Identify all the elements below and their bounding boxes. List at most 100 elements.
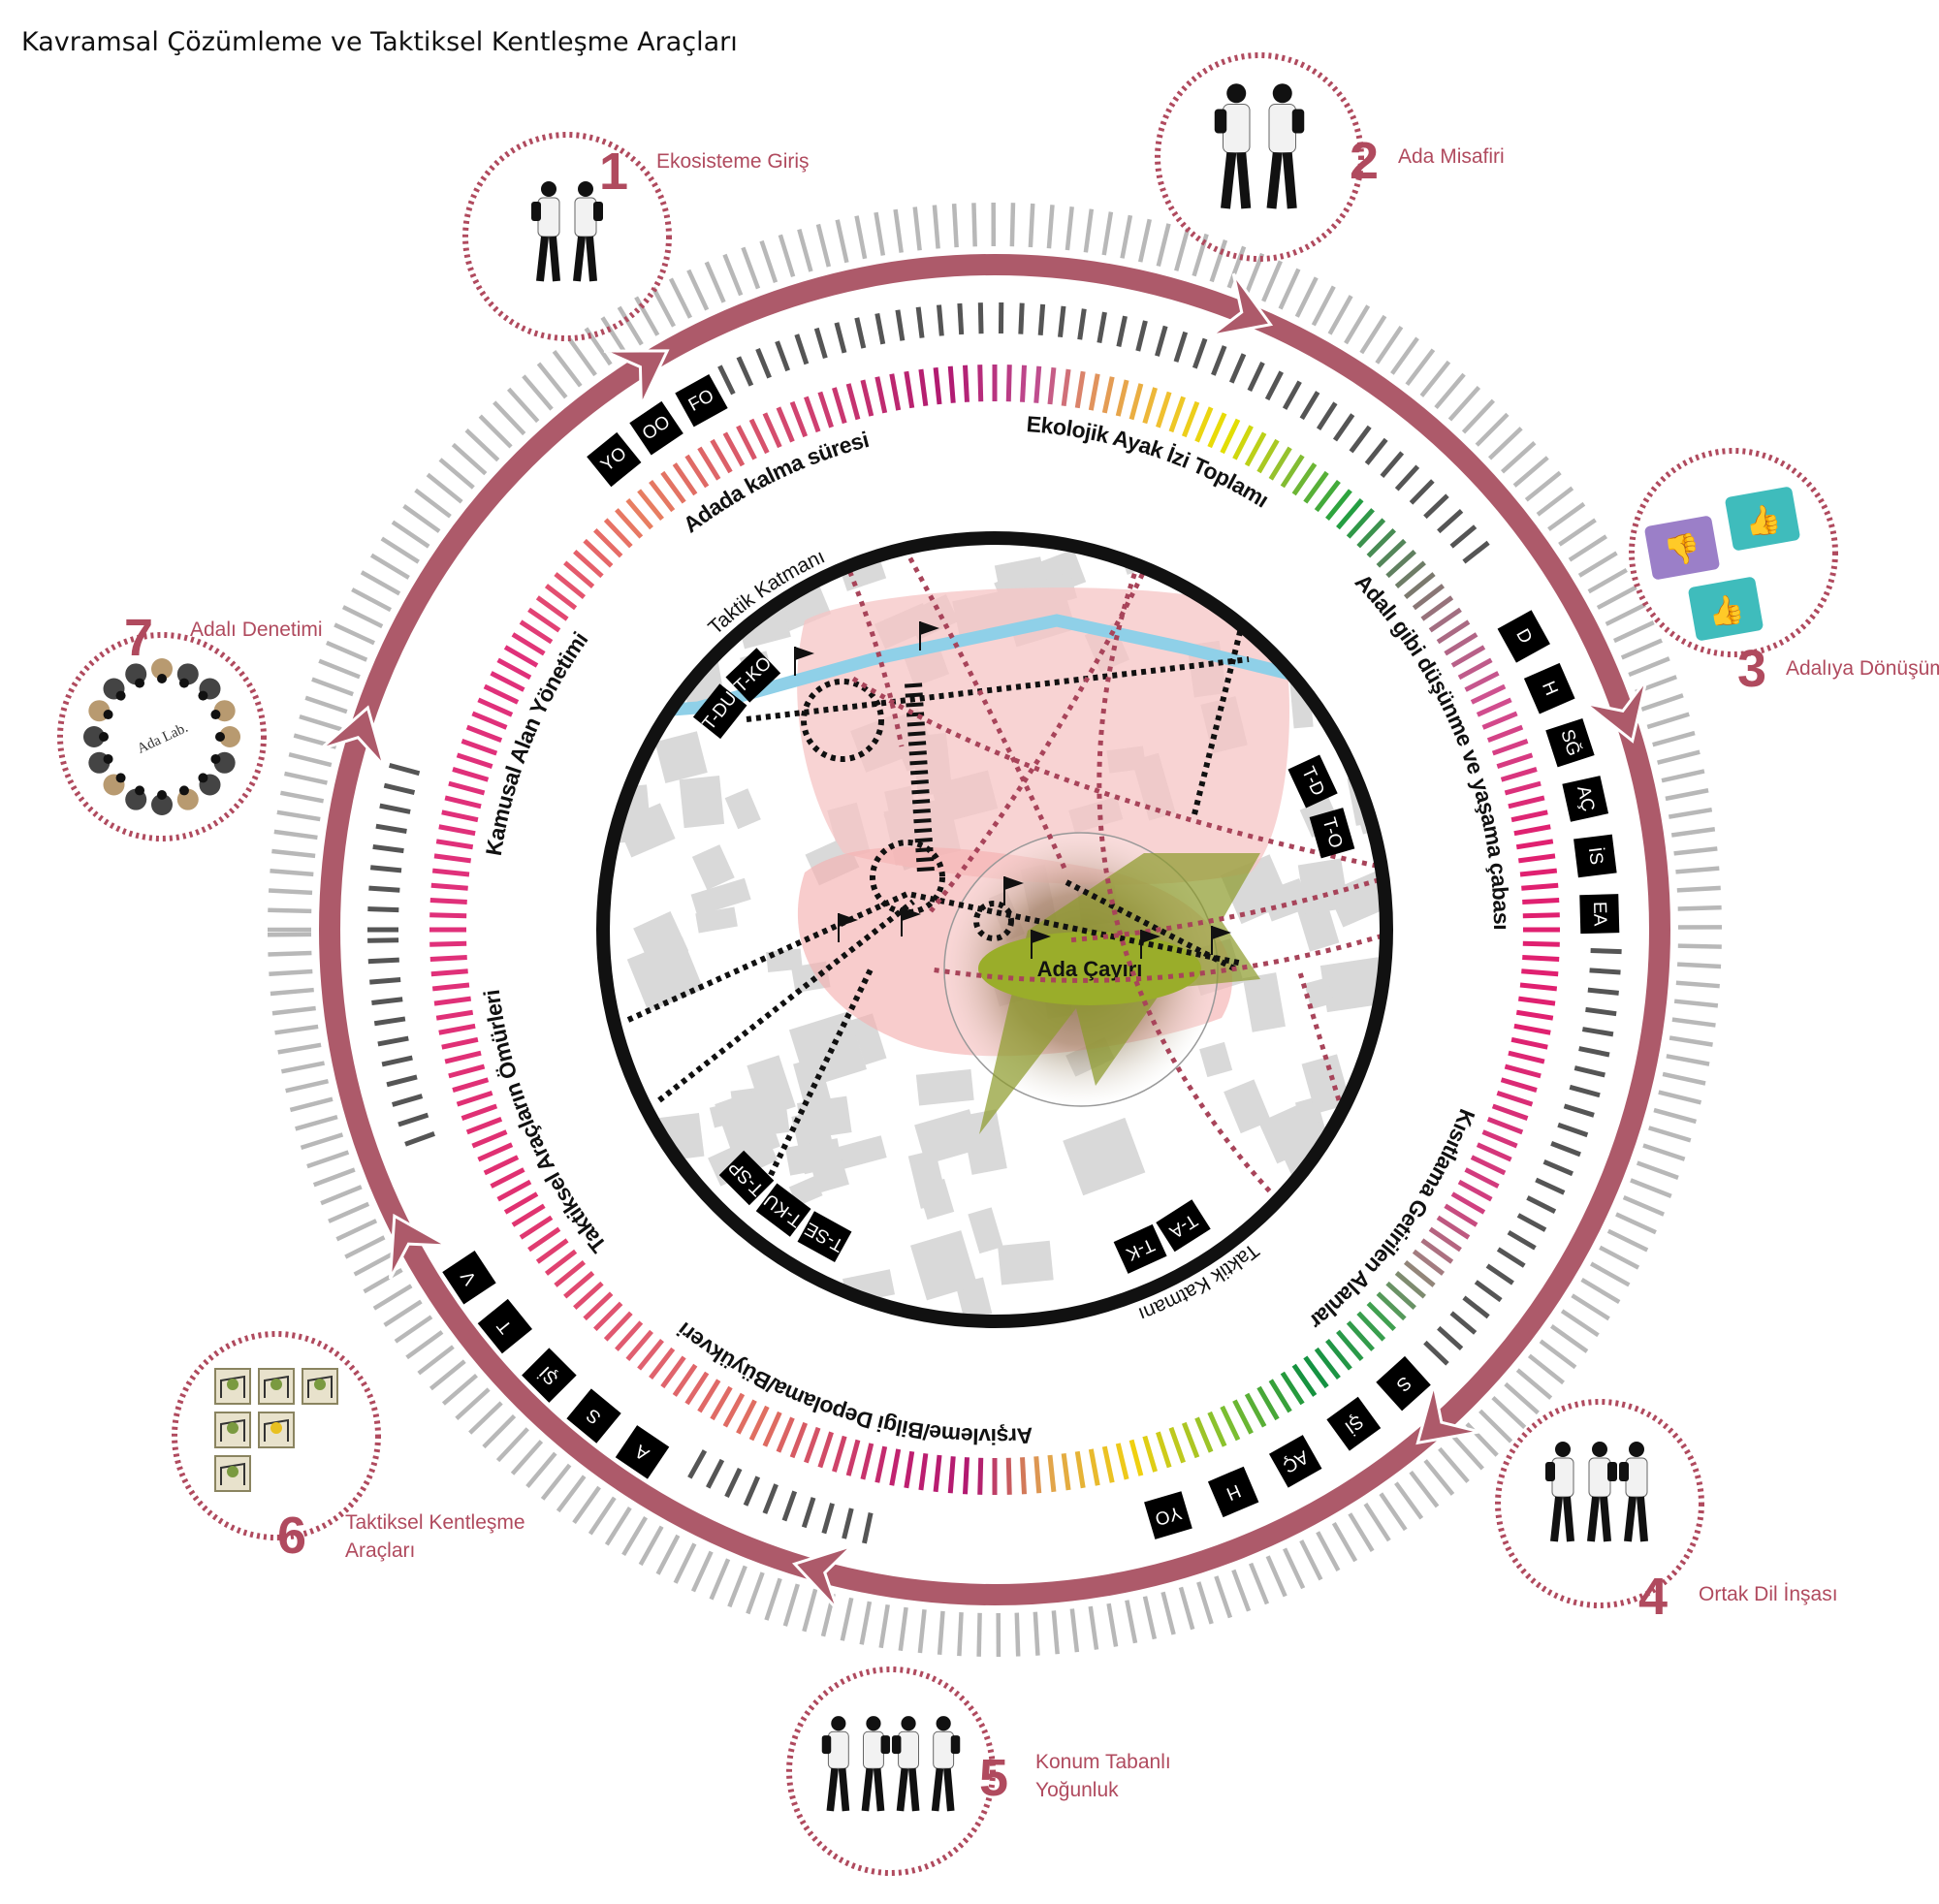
tick-mark	[1101, 376, 1115, 414]
tick-mark	[1653, 1107, 1698, 1125]
tick-mark	[1088, 1605, 1099, 1650]
tick-mark	[431, 982, 470, 992]
tick-mark	[268, 950, 312, 957]
indicator-box: AÇ	[1562, 776, 1609, 822]
tick-mark	[429, 955, 467, 963]
tick-mark	[1571, 1293, 1610, 1321]
indicator-box: H	[1523, 662, 1575, 714]
person-torso	[537, 197, 560, 238]
indicator-box: EA	[1579, 894, 1620, 935]
tick-mark	[1069, 1608, 1080, 1653]
person-backpack	[821, 1735, 832, 1755]
tick-mark	[1580, 1278, 1621, 1304]
person-backpack	[1607, 1462, 1617, 1481]
tick-mark	[1403, 572, 1436, 599]
tick-mark	[889, 373, 902, 411]
tick-mark	[271, 1005, 316, 1016]
step-6: 6 Taktiksel Kentleşme Araçları	[172, 1331, 525, 1565]
tick-mark	[341, 605, 384, 629]
tick-mark	[1331, 1521, 1358, 1563]
tick-mark	[904, 370, 915, 409]
tick-mark	[284, 771, 328, 785]
tick-mark	[1128, 383, 1144, 421]
tick-mark	[391, 520, 430, 549]
tick-mark	[1500, 767, 1538, 782]
person-leg	[1236, 152, 1252, 209]
tick-mark	[269, 968, 313, 977]
tick-mark	[1522, 912, 1560, 919]
tick-mark	[1037, 303, 1046, 336]
tick-mark	[1385, 1281, 1416, 1310]
tick-mark	[1291, 1363, 1318, 1397]
tick-mark	[1047, 366, 1057, 405]
tick-mark	[1500, 1077, 1538, 1093]
tick-mark	[1491, 1395, 1527, 1430]
person-torso	[827, 1730, 849, 1769]
tick-mark	[311, 677, 354, 697]
tick-mark	[503, 1191, 539, 1215]
tick-mark	[815, 223, 832, 268]
tick-mark	[448, 780, 486, 796]
tick-mark	[1510, 1036, 1548, 1050]
tick-mark	[1496, 1091, 1534, 1107]
tick-mark	[977, 1457, 984, 1495]
tick-mark	[1560, 1309, 1600, 1338]
tick-mark	[854, 317, 867, 349]
tick-mark	[402, 504, 441, 533]
tick-mark	[1522, 955, 1560, 963]
tick-mark	[433, 996, 471, 1006]
tick-mark	[368, 885, 400, 893]
tick-mark	[1097, 311, 1107, 343]
tick-mark	[490, 1167, 525, 1189]
person-torso	[574, 197, 597, 238]
tactical-tool-icon	[214, 1368, 338, 1492]
tick-mark	[762, 412, 782, 449]
tick-mark	[1676, 885, 1721, 893]
tick-mark	[1232, 425, 1254, 460]
tick-mark	[318, 658, 361, 680]
tick-mark	[1665, 788, 1709, 802]
tick-mark	[704, 261, 726, 303]
tick-mark	[672, 462, 698, 496]
tick-mark	[511, 1203, 546, 1227]
tick-mark	[1599, 1245, 1640, 1270]
tick-mark	[371, 997, 403, 1005]
step-3: 👎 👍 👍 3 Adalıya Dönüşüm	[1629, 448, 1939, 698]
tick-mark	[764, 1577, 782, 1621]
tick-mark	[397, 1112, 429, 1127]
tick-mark	[527, 1226, 561, 1253]
person-head	[99, 732, 109, 742]
tick-mark	[1518, 853, 1556, 864]
tick-mark	[1581, 1027, 1614, 1037]
tick-mark	[1646, 712, 1690, 730]
tick-mark	[483, 1155, 520, 1176]
tick-mark	[1033, 1611, 1040, 1656]
tick-mark	[1620, 638, 1663, 660]
tick-mark	[736, 1399, 757, 1435]
person-torso	[898, 1730, 919, 1769]
tick-mark	[1299, 391, 1320, 421]
person-head	[1592, 1442, 1607, 1457]
tick-mark	[1461, 398, 1496, 434]
ada-lab-label: Ada Lab.	[135, 720, 190, 757]
person-head	[115, 690, 126, 701]
tick-mark	[1228, 353, 1247, 384]
person-leg	[536, 236, 549, 282]
tick-mark	[625, 1329, 653, 1361]
person-torso	[1223, 104, 1251, 153]
tick-mark	[536, 362, 568, 399]
building	[831, 1135, 887, 1171]
person-silhouette-icon	[531, 181, 603, 282]
indicator-box: Şİ	[522, 1348, 577, 1403]
tick-mark	[1314, 479, 1341, 513]
tick-mark	[567, 338, 597, 377]
thumbs-up-icon: 👍	[1725, 487, 1800, 551]
tick-mark	[588, 1496, 617, 1536]
tick-mark	[456, 1091, 493, 1107]
tick-mark	[1196, 1581, 1214, 1625]
tick-mark	[1247, 361, 1265, 393]
tick-mark	[1125, 1600, 1138, 1644]
tick-mark	[962, 365, 970, 402]
tick-mark	[438, 458, 475, 490]
tick-mark	[1014, 1612, 1021, 1657]
